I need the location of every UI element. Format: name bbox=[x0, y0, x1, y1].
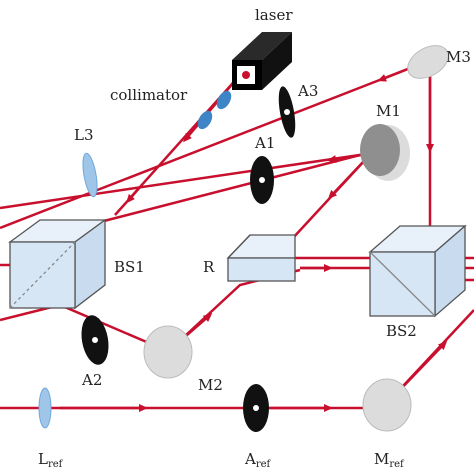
label-m2: M2 bbox=[198, 376, 223, 394]
label-a2: A2 bbox=[81, 371, 102, 389]
beam-bs1-to-m1 bbox=[99, 153, 361, 224]
lens-l3 bbox=[82, 152, 98, 198]
label-a-ref: Aref bbox=[244, 450, 272, 470]
label-bs1: BS1 bbox=[114, 258, 145, 276]
retroreflector-r bbox=[226, 234, 296, 282]
label-m1: M1 bbox=[376, 102, 401, 120]
label-m-ref: Mref bbox=[374, 450, 405, 470]
label-m3: M3 bbox=[446, 48, 471, 66]
label-r: R bbox=[203, 258, 215, 276]
aperture-a3 bbox=[278, 86, 296, 138]
label-l3: L3 bbox=[74, 126, 94, 144]
label-bs2: BS2 bbox=[386, 322, 417, 340]
beam-arrow-m1-r bbox=[327, 159, 366, 200]
aperture-a-ref bbox=[243, 384, 269, 432]
mirror-m1 bbox=[360, 124, 410, 181]
beam-m2-to-r bbox=[171, 268, 301, 349]
label-laser: laser bbox=[255, 6, 293, 24]
lens-l-ref bbox=[38, 387, 52, 429]
aperture-a2 bbox=[81, 315, 109, 365]
label-collimator: collimator bbox=[110, 86, 188, 104]
collimator-lenses bbox=[197, 90, 232, 130]
beamsplitter-bs2 bbox=[368, 224, 467, 318]
beam-arrow-collimator bbox=[183, 74, 241, 143]
label-a3: A3 bbox=[297, 82, 318, 100]
beam-arrow-bs1-in bbox=[126, 186, 141, 204]
label-l-ref: Lref bbox=[38, 450, 64, 470]
aperture-a1 bbox=[250, 156, 274, 204]
mirror-m2 bbox=[143, 325, 193, 379]
mirror-m-ref bbox=[362, 378, 412, 432]
label-a1: A1 bbox=[254, 134, 275, 152]
laser-source bbox=[232, 32, 292, 90]
beam-m1-to-left bbox=[0, 150, 381, 210]
beamsplitter-bs1 bbox=[8, 218, 107, 310]
mirror-m3 bbox=[407, 45, 449, 79]
beam-m3-to-left bbox=[0, 63, 419, 230]
